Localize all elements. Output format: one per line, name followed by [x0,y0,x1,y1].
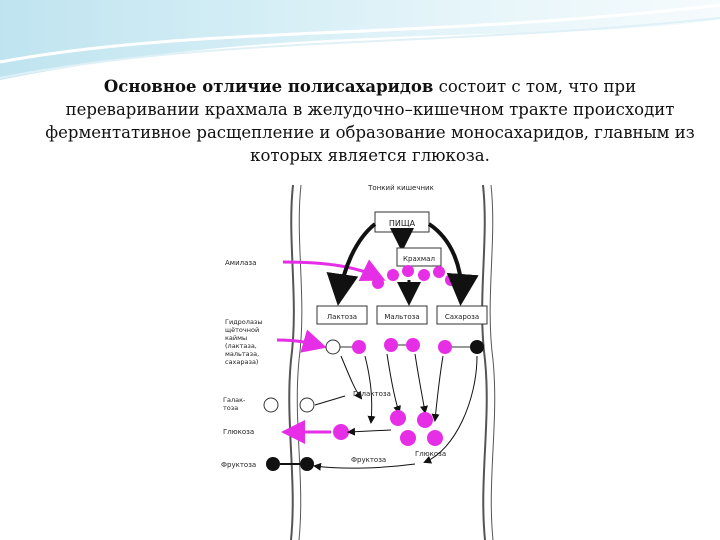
starch-chain [372,265,457,289]
amylase-arrow [282,259,386,282]
label-maltose: Мальтоза [384,313,419,321]
label-fructose-left: Фруктоза [221,461,256,469]
label-small-intestine: Тонкий кишечник [367,184,434,192]
slide-text: Основное отличие полисахаридов состоит с… [40,75,700,167]
glucose-arrow [347,427,392,436]
monosaccharides [390,410,443,446]
intestine-wall-left-inner [296,184,303,540]
label-lactose: Лактоза [327,313,357,321]
intestine-wall-right [481,184,488,540]
label-food: ПИЩА [389,219,416,228]
digestion-diagram: Тонкий кишечник ПИЩА Крахмал Амилаза Лак… [221,184,496,540]
galactose-molecule-inner [299,397,315,413]
label-fructose-mid: Фруктоза [351,456,386,464]
slide-text-bold: Основное отличие полисахаридов [103,77,434,96]
fructose-molecule [266,457,280,471]
label-glucose-mid: Глюкоза [415,450,446,458]
fructose-arrow [313,462,416,471]
starch-box [396,247,442,267]
galactose-molecule [263,397,279,413]
label-amylase: Амилаза [225,259,256,267]
sucrose-box [436,305,488,325]
disaccharide-row [325,338,484,355]
maltose-box [376,305,428,325]
intestine-wall-left [288,184,295,540]
label-hydrolases: Гидролазы щёточной каймы (лактаза, мальт… [225,318,265,366]
hydrolases-arrow [276,329,327,353]
label-starch: Крахмал [403,255,435,263]
slide-text-rest: состоит с том, что при переваривании кра… [45,77,695,165]
label-sucrose: Сахароза [445,313,479,321]
glucose-molecule-inner [333,424,349,440]
label-galactose-left: Галак- тоза [223,396,247,412]
header-decoration [0,0,720,80]
lactose-box [316,305,368,325]
label-galactose-mid: Галактоза [353,390,391,398]
fructose-molecule-inner [300,457,314,471]
intestine-wall-right-inner [489,184,496,540]
label-glucose-left: Глюкоза [223,428,254,436]
